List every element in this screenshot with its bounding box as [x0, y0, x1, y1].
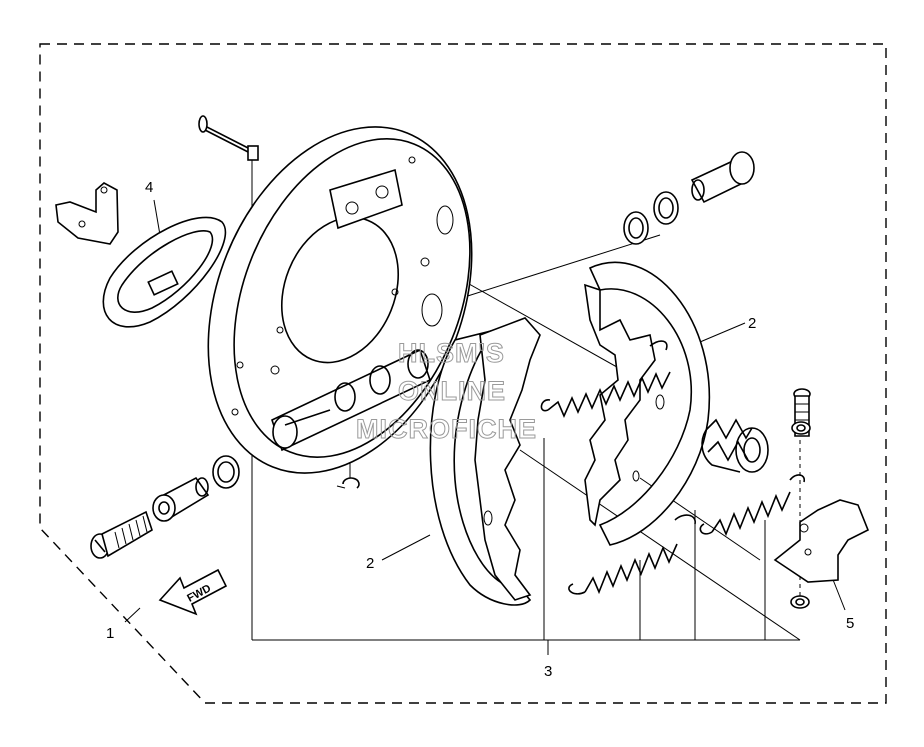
- callout-3: 3: [544, 663, 552, 680]
- return-spring-lower: [568, 514, 696, 595]
- adjuster-screw: [90, 510, 153, 559]
- washer-upper: [791, 421, 811, 435]
- watermark-line2: ONLINE: [398, 376, 506, 406]
- piston: [690, 151, 755, 204]
- callout-1: 1: [106, 625, 114, 642]
- rubber-boot: [102, 216, 227, 328]
- adjuster-lever: [773, 499, 870, 583]
- assembly-outline: [39, 43, 887, 704]
- e-clip: [336, 477, 360, 489]
- watermark-line3: MICROFICHE: [356, 414, 537, 444]
- dust-seal: [623, 211, 649, 245]
- adjuster-wheel: [701, 418, 769, 473]
- brake-shoe-lower: [429, 317, 541, 606]
- return-spring-upper: [540, 340, 671, 418]
- seal-washer-left: [212, 455, 240, 489]
- wheel-cylinder: [271, 348, 431, 452]
- callout-4: 4: [145, 179, 153, 196]
- callout-5: 5: [846, 615, 854, 632]
- watermark-line1: HLSM'S: [398, 338, 505, 368]
- return-spring-right: [699, 474, 806, 537]
- boot-bracket: [55, 182, 119, 245]
- piston-cup: [653, 191, 679, 225]
- fwd-arrow-icon: FWD: [158, 568, 228, 616]
- washer-lower: [790, 595, 810, 609]
- watermark: HLSM'S ONLINE MICROFICHE: [356, 338, 537, 445]
- callout-2-lower: 2: [366, 555, 374, 572]
- adjuster-nut: [152, 476, 210, 522]
- brake-shoe-upper: [584, 261, 711, 546]
- callout-2-upper: 2: [748, 315, 756, 332]
- retaining-pin: [198, 115, 259, 161]
- backing-plate: [207, 126, 473, 474]
